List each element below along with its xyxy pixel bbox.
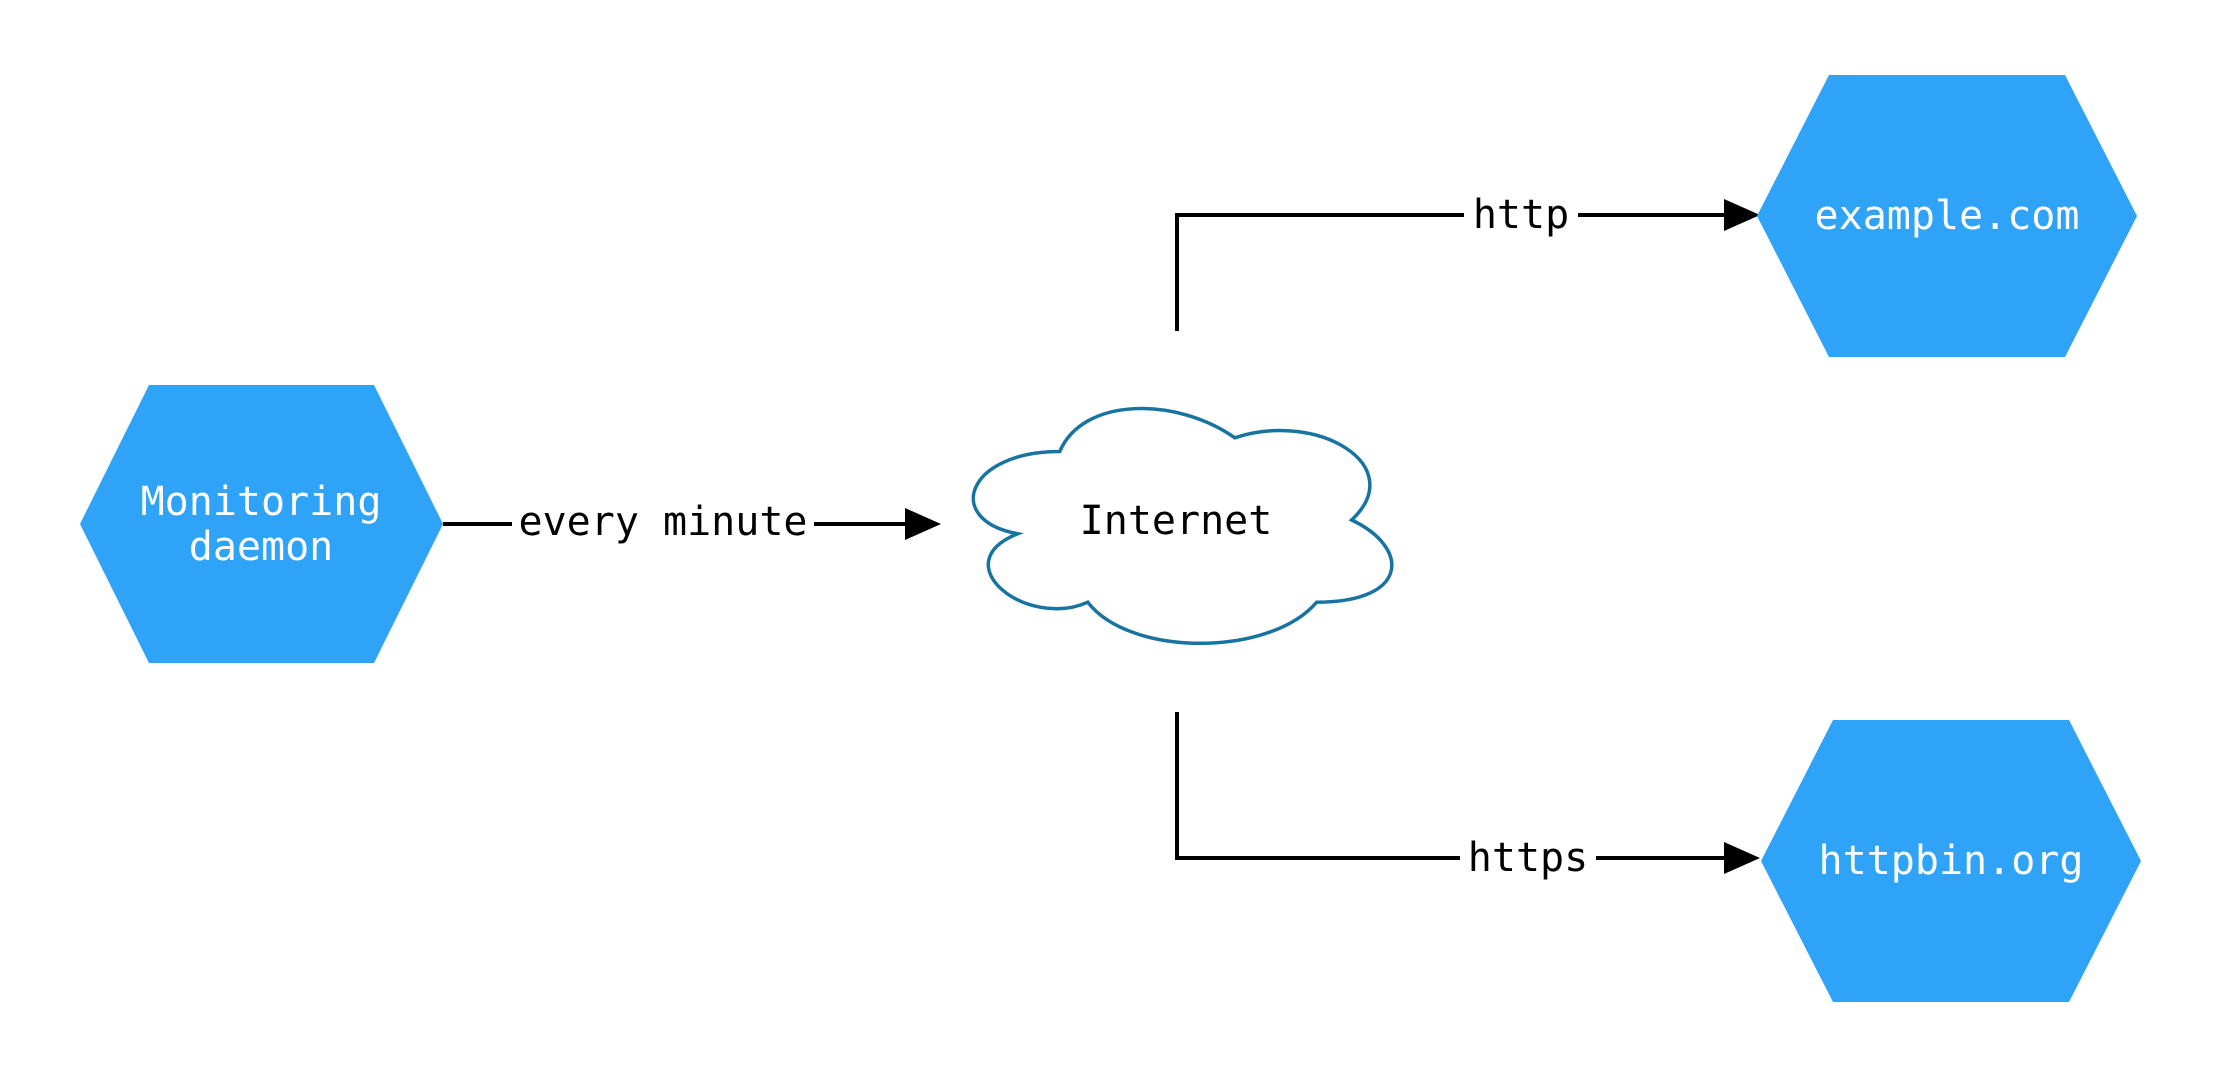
internet-label: Internet (1080, 498, 1273, 544)
edge-https-arrowhead (1724, 842, 1760, 874)
edge-http-label: http (1473, 192, 1569, 238)
example-com-hexagon (1757, 75, 2137, 357)
monitoring-daemon-node: Monitoring daemon (80, 385, 443, 663)
internet-cloud-shape (971, 406, 1394, 645)
example-com-label: example.com (1815, 193, 2080, 239)
monitoring-daemon-label-line1: Monitoring (141, 479, 382, 525)
edge-every-minute-arrowhead (905, 508, 941, 540)
edge-every-minute: every minute (443, 499, 941, 545)
edge-http: http (1175, 192, 1760, 331)
edge-every-minute-label: every minute (519, 499, 808, 545)
httpbin-org-node: httpbin.org (1761, 720, 2141, 1002)
edge-https-label: https (1468, 835, 1588, 881)
edge-https-elbow-segment (1175, 712, 1460, 860)
internet-node: Internet (971, 406, 1394, 645)
monitoring-daemon-label-line2: daemon (189, 524, 334, 570)
monitoring-daemon-hexagon (80, 385, 443, 663)
httpbin-org-label: httpbin.org (1819, 838, 2084, 884)
edge-http-arrowhead (1724, 199, 1760, 231)
edge-http-elbow-segment (1175, 213, 1464, 331)
edge-https: https (1175, 712, 1760, 881)
example-com-node: example.com (1757, 75, 2137, 357)
httpbin-org-hexagon (1761, 720, 2141, 1002)
